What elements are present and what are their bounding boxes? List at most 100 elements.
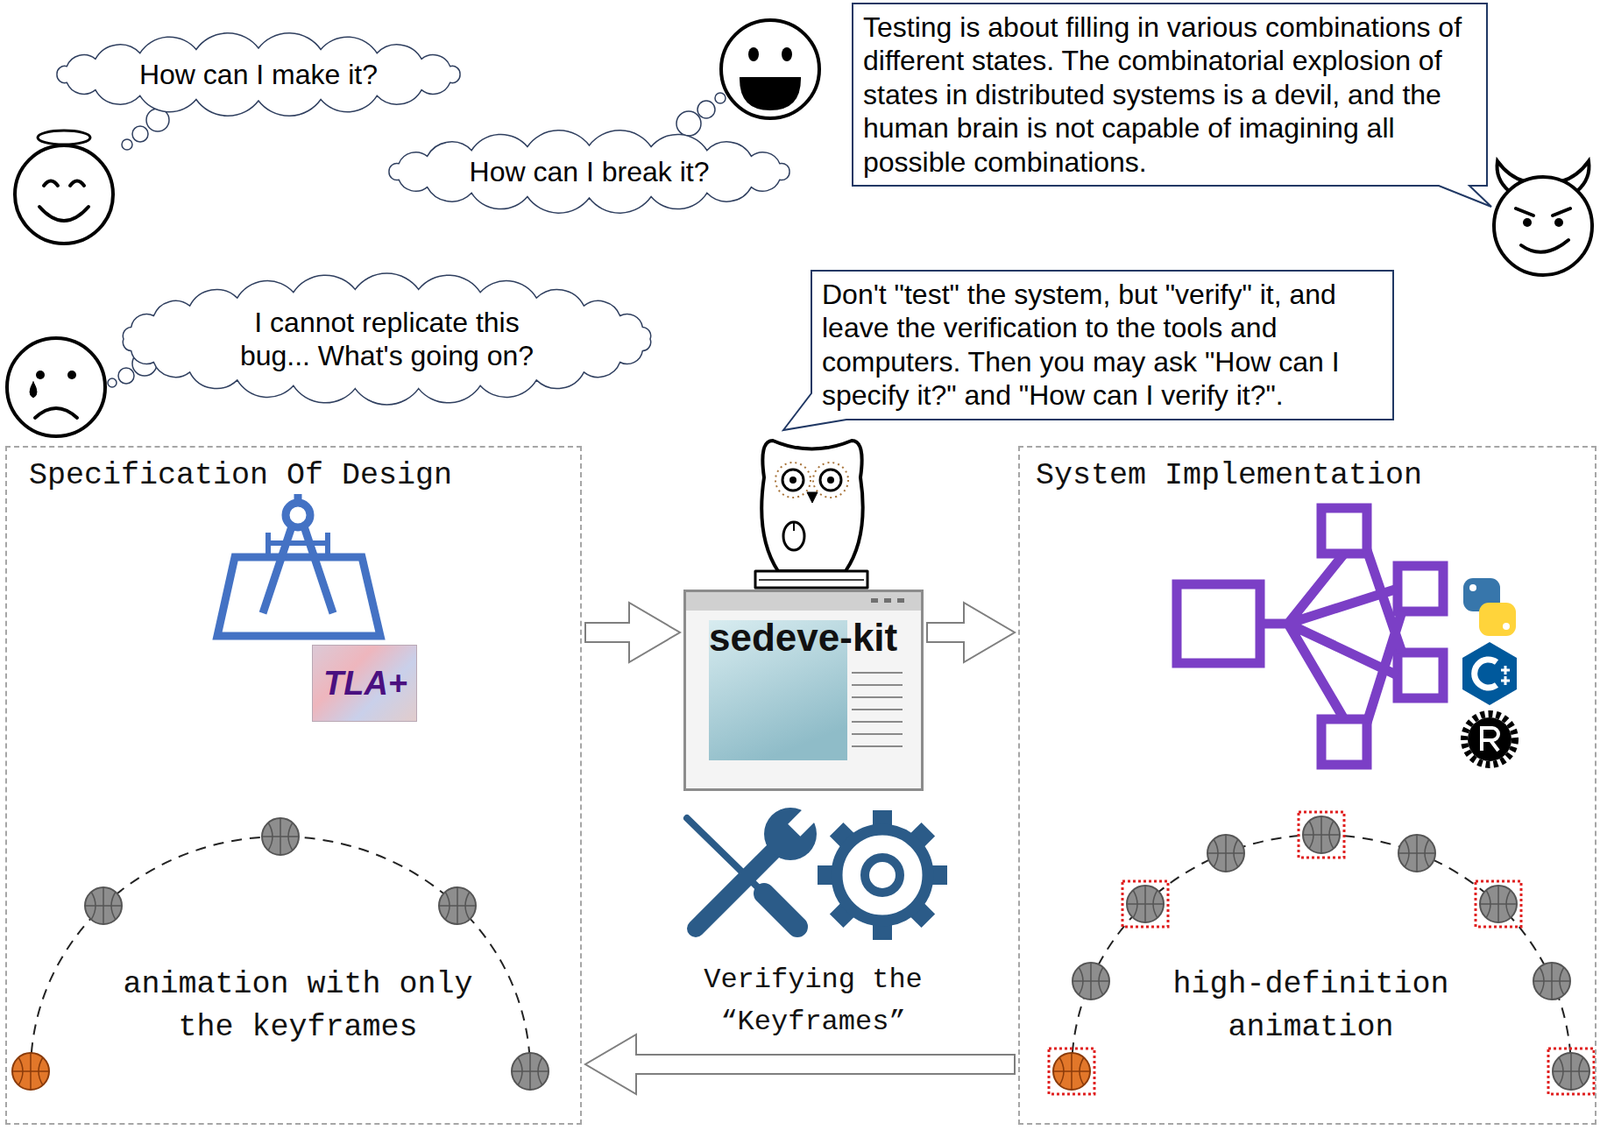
hd-animation	[1071, 835, 1572, 1072]
ball-gray	[261, 818, 299, 856]
python-logo	[1479, 602, 1516, 637]
tools-icon	[836, 829, 928, 921]
tools-icon	[864, 857, 900, 893]
rust-logo	[1464, 714, 1516, 765]
dashed-panel: System Implementationhigh-definition ani…	[1018, 446, 1597, 1126]
owl-mascot	[775, 462, 811, 498]
window-button	[884, 598, 892, 603]
cpp-logo	[1462, 642, 1517, 706]
ball-gray	[1126, 885, 1164, 923]
owl-mascot	[755, 440, 868, 588]
speech-callout: Don't "test" the system, but "verify" it…	[811, 270, 1394, 420]
cloud-outline	[122, 273, 651, 405]
window-line	[851, 684, 903, 687]
callout-outline	[852, 3, 1492, 207]
keyframe-marker	[1548, 1048, 1594, 1095]
window-line	[851, 672, 903, 674]
sad-face	[29, 382, 37, 398]
block-arrow	[585, 602, 680, 663]
cpp-logo	[1500, 665, 1510, 686]
dashed-panel: Specification Of Design animation with on…	[5, 446, 582, 1126]
network-icon	[1321, 508, 1367, 554]
laughing-face	[748, 47, 759, 62]
keyframe-marker	[1298, 812, 1345, 858]
owl-mascot	[792, 522, 795, 531]
node-outline	[112, 277, 662, 401]
window-line	[851, 721, 903, 723]
window-titlebar	[686, 592, 921, 611]
devil-face	[1493, 161, 1593, 276]
angel-face	[14, 130, 114, 244]
owl-mascot	[789, 476, 797, 484]
devil-face	[1522, 218, 1532, 227]
panel-text: System Implementation	[1035, 454, 1423, 498]
cloud-text: How can I break it?	[469, 155, 710, 189]
text-slot: How can I make it?	[139, 57, 378, 92]
laughing-face	[781, 47, 793, 62]
ball-gray	[438, 887, 476, 925]
angel-face	[43, 181, 85, 187]
ball-gray	[1302, 816, 1340, 854]
sad-face	[7, 338, 106, 437]
network-icon	[1176, 584, 1261, 664]
text-slot: Testing is about filling in various comb…	[863, 10, 1477, 179]
callout-outline	[783, 270, 1394, 431]
sad-face	[67, 370, 77, 380]
angel-face	[14, 145, 114, 244]
laughing-face	[721, 20, 820, 119]
block-arrow	[927, 602, 1015, 663]
text-slot: I cannot replicate this bug... What's go…	[225, 305, 550, 374]
ball-gray	[1207, 835, 1245, 872]
block-arrow	[585, 1034, 1015, 1095]
tool-window: sedeve-kit	[683, 589, 924, 792]
design-icon	[285, 502, 311, 528]
owl-mascot	[827, 476, 835, 484]
ball-gray	[1398, 835, 1436, 872]
cpp-logo	[1474, 659, 1497, 688]
sad-face	[35, 370, 45, 380]
keyframe-marker	[1048, 1048, 1095, 1095]
thought-bubble	[118, 368, 135, 384]
owl-mascot	[820, 469, 842, 491]
devil-face	[1521, 240, 1569, 253]
thought-cloud: I cannot replicate this bug... What's go…	[112, 277, 662, 401]
network-icon	[1397, 566, 1444, 612]
owl-mascot	[782, 469, 804, 491]
ball-gray	[511, 1053, 549, 1091]
text-slot: TLA+	[323, 665, 408, 703]
thought-bubble	[107, 378, 117, 388]
window-frame	[685, 591, 923, 791]
caption-label: Verifying the “Keyframes”	[681, 959, 945, 1044]
text-slot: animation with only the keyframes	[113, 963, 482, 1050]
ball-orange	[1053, 1053, 1091, 1091]
design-icon	[268, 532, 328, 554]
design-icon	[217, 494, 381, 637]
keyframe-marker	[1475, 881, 1522, 928]
ball-gray	[84, 887, 122, 925]
window-button	[870, 598, 878, 603]
python-logo	[1502, 623, 1510, 631]
tools-icon	[787, 805, 819, 836]
laughing-face	[741, 78, 800, 109]
panel-text: Specification Of Design	[28, 454, 453, 498]
keyframe-marker	[1122, 881, 1169, 928]
ball-gray	[1552, 1053, 1590, 1091]
owl-mascot	[758, 579, 864, 581]
ball-gray	[1072, 962, 1110, 1000]
hd-animation	[1048, 812, 1594, 1095]
network-icon	[1366, 550, 1402, 723]
window-line	[851, 745, 903, 748]
text-slot: How can I break it?	[469, 155, 710, 189]
owl-mascot	[783, 522, 805, 551]
win-text: sedeve-kit	[708, 615, 898, 661]
design-icon	[262, 526, 333, 614]
network-icon	[1176, 508, 1444, 765]
thought-cloud: How can I break it?	[377, 134, 801, 210]
ball-orange	[12, 1053, 50, 1091]
network-icon	[1321, 719, 1367, 765]
ball-gray	[1533, 962, 1571, 1000]
tools-icon	[695, 849, 775, 929]
text-slot: sedeve-kit	[708, 615, 898, 661]
network-icon	[1397, 652, 1444, 699]
